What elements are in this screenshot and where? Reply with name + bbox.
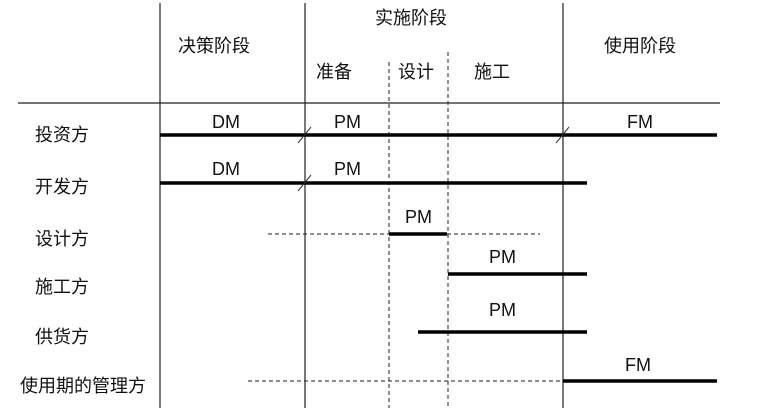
header-design: 设计 bbox=[398, 62, 434, 83]
party-investor: 投资方 bbox=[35, 125, 89, 146]
header-decision-phase: 决策阶段 bbox=[178, 36, 250, 57]
header-implementation-phase: 实施阶段 bbox=[375, 8, 447, 29]
break-mark-investor-2 bbox=[555, 126, 570, 144]
label-contractor-pm: PM bbox=[489, 247, 516, 267]
party-developer: 开发方 bbox=[35, 177, 89, 198]
break-mark-developer bbox=[297, 174, 312, 192]
label-investor-dm: DM bbox=[212, 112, 240, 132]
label-investor-pm: PM bbox=[334, 112, 361, 132]
label-supplier-pm: PM bbox=[489, 300, 516, 320]
party-contractor: 施工方 bbox=[35, 277, 89, 298]
label-designer-pm: PM bbox=[405, 207, 432, 227]
header-use-phase: 使用阶段 bbox=[604, 36, 676, 57]
party-designer: 设计方 bbox=[35, 229, 89, 250]
label-developer-pm: PM bbox=[334, 159, 361, 179]
break-mark-investor-1 bbox=[297, 126, 312, 144]
label-operations-fm: FM bbox=[625, 355, 651, 375]
header-prep: 准备 bbox=[316, 62, 352, 83]
party-operations-manager: 使用期的管理方 bbox=[20, 376, 146, 397]
label-investor-fm: FM bbox=[627, 112, 653, 132]
label-developer-dm: DM bbox=[212, 159, 240, 179]
party-supplier: 供货方 bbox=[35, 327, 89, 348]
header-construction: 施工 bbox=[474, 62, 510, 83]
